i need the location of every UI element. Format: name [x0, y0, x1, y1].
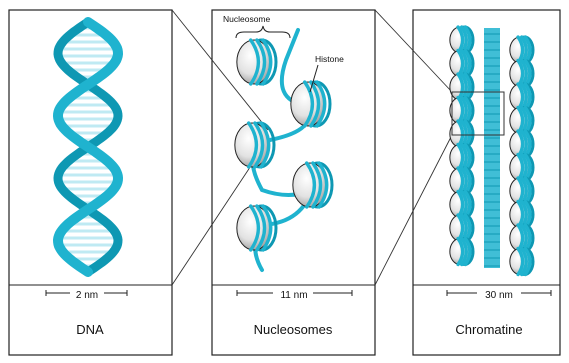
- chromatine-scale-label: 30 nm: [485, 290, 513, 301]
- nucleosome-bead: [237, 40, 276, 84]
- dna-backbone-strand: [58, 22, 118, 272]
- nucleosome-bracket: [236, 26, 290, 38]
- nucleosome-bead: [291, 82, 330, 126]
- nucleosome-annotation: Nucleosome: [223, 14, 271, 24]
- nucleosomes-label: Nucleosomes: [254, 322, 333, 337]
- dna-label: DNA: [76, 322, 104, 337]
- dna-scale-label: 2 nm: [76, 290, 98, 301]
- nucleosome-bead: [235, 123, 274, 167]
- nucleosomes-scale-label: 11 nm: [280, 290, 307, 301]
- chromatin-nucleosome: [510, 249, 533, 275]
- chromatine-label: Chromatine: [455, 322, 522, 337]
- dna-double-helix: [58, 22, 118, 272]
- histone-annotation: Histone: [315, 54, 344, 64]
- chromatin-nucleosome: [450, 239, 473, 265]
- chromatin-core-dna: [484, 28, 500, 268]
- chromatin-fiber: [450, 27, 533, 275]
- nucleosome-bead: [237, 206, 276, 250]
- nucleosome-bead: [293, 163, 332, 207]
- zoom-connector-lines: [172, 10, 452, 285]
